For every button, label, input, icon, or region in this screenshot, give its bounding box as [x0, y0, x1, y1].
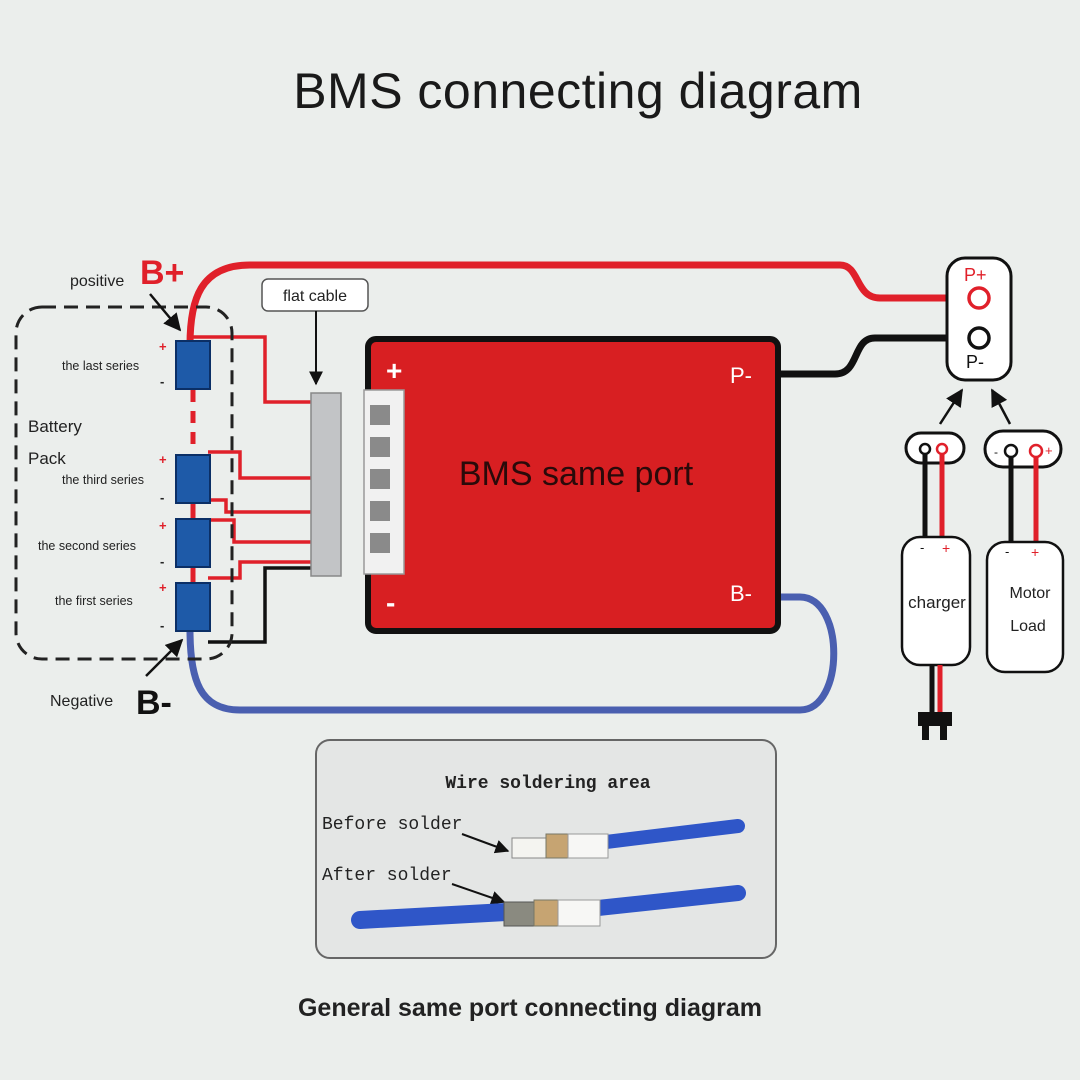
cell-plus-sign: +	[159, 580, 167, 595]
motor-plug-plus: +	[1045, 443, 1053, 458]
b-plus-label: B+	[140, 254, 184, 292]
cell-plus-sign: +	[159, 452, 167, 467]
solder-title: Wire soldering area	[445, 774, 650, 794]
positive-label: positive	[70, 273, 124, 290]
motor-plug-minus: -	[994, 445, 998, 459]
bms-b-minus-label: B-	[730, 581, 752, 606]
b-minus-blue-wire	[186, 593, 838, 714]
charger-plus-sign: +	[942, 540, 950, 556]
p-minus-label: P-	[966, 352, 984, 372]
charger-box	[900, 535, 972, 667]
series-label-first: the first series	[55, 594, 133, 608]
charger-minus-sign: -	[920, 540, 924, 555]
charger-plug-connector	[918, 712, 952, 740]
output-port	[945, 256, 1013, 382]
load-label: Load	[1010, 618, 1046, 635]
motor-minus-pin	[1003, 443, 1019, 459]
p-plus-label: P+	[964, 265, 987, 285]
motor-plus-pin	[1028, 443, 1044, 459]
diagram-title: BMS connecting diagram	[293, 63, 863, 119]
motor-box-plus: +	[1031, 544, 1039, 560]
series-label-last: the last series	[62, 359, 139, 373]
p-minus-wire	[778, 334, 972, 378]
battery-pack-outline	[14, 305, 234, 661]
p-minus-terminal	[967, 326, 991, 350]
b-minus-pointer-arrow	[145, 638, 184, 677]
cell-plus-sign: +	[159, 518, 167, 533]
bms-minus-sign: -	[386, 587, 395, 618]
flat-cable-label: flat cable	[283, 288, 347, 305]
before-solder-arrow	[461, 833, 510, 854]
bms-center-label: BMS same port	[459, 455, 694, 493]
b-plus-main-wire	[186, 261, 972, 346]
charger-to-port-arrow	[938, 388, 964, 425]
bms-port-pins	[370, 405, 390, 553]
charger-plus-pin	[935, 442, 949, 456]
bms-plus-sign: +	[386, 355, 402, 386]
p-plus-terminal	[967, 286, 991, 310]
flat-cable-connector	[310, 392, 342, 577]
cell-minus-sign: -	[160, 554, 164, 569]
battery-cell	[175, 518, 211, 568]
battery-cell	[175, 454, 211, 504]
before-solder-wire	[511, 819, 745, 859]
motor-plug	[983, 429, 1063, 469]
before-solder-label: Before solder	[322, 815, 462, 835]
b-minus-label: B-	[136, 684, 172, 722]
diagram-caption: General same port connecting diagram	[297, 994, 762, 1022]
battery-cell	[175, 582, 211, 632]
cell-plus-sign: +	[159, 339, 167, 354]
series-label-second: the second series	[38, 539, 136, 553]
cell-minus-sign: -	[160, 618, 164, 633]
bms-p-minus-label: P-	[730, 363, 752, 388]
series-label-third: the third series	[62, 473, 144, 487]
after-solder-wire	[351, 885, 746, 929]
motor-box-minus: -	[1005, 544, 1009, 559]
cell-minus-sign: -	[160, 374, 164, 389]
negative-label: Negative	[50, 693, 113, 710]
balance-wires	[190, 335, 312, 644]
charger-minus-pin	[918, 442, 932, 456]
motor-load-box	[985, 540, 1065, 674]
battery-pack-label: Battery	[28, 417, 82, 436]
battery-cell	[175, 340, 211, 390]
motor-label: Motor	[1010, 585, 1052, 602]
b-plus-pointer-arrow	[149, 293, 182, 332]
after-solder-arrow	[451, 883, 506, 905]
charger-label: charger	[908, 593, 966, 612]
motor-to-port-arrow	[990, 388, 1012, 425]
after-solder-label: After solder	[322, 866, 452, 886]
cell-minus-sign: -	[160, 490, 164, 505]
battery-pack-label-2: Pack	[28, 449, 66, 468]
charger-plug	[904, 431, 966, 465]
